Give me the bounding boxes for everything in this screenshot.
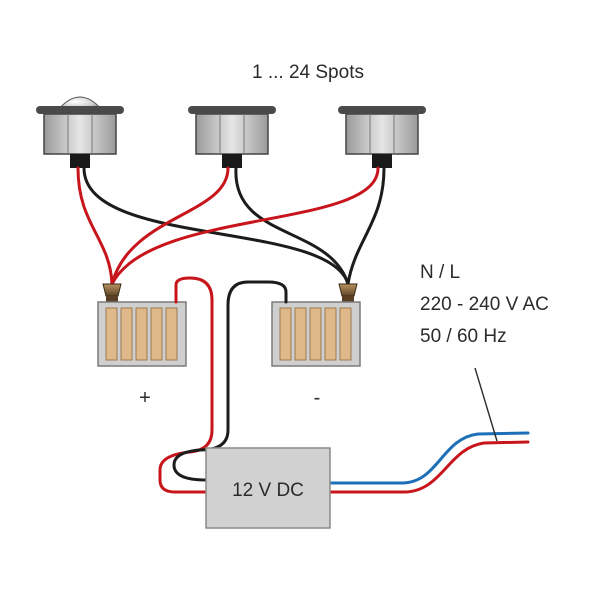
terminal-contact [120, 307, 133, 361]
terminal-contact [279, 307, 292, 361]
negative-terminal-block [271, 283, 361, 367]
positive-terminal-block [97, 283, 187, 367]
spot-2 [188, 106, 276, 168]
connector-plug-icon [102, 283, 122, 297]
connector-plug-icon [338, 283, 358, 297]
mains-label: N / L 220 - 240 V AC 50 / 60 Hz [420, 262, 549, 347]
mains-label-line3: 50 / 60 Hz [420, 326, 507, 347]
spot2-positive-lead [110, 166, 230, 286]
mains-input-wires [328, 431, 530, 494]
spot1-positive-lead [76, 166, 114, 286]
spot-leads [76, 166, 386, 286]
terminal-contact [150, 307, 163, 361]
mains-label-line1: N / L [420, 262, 460, 283]
driver-power-supply: 12 V DC [205, 447, 331, 529]
mains-live-wire [328, 440, 530, 494]
terminal-contact [165, 307, 178, 361]
driver-negative-output [172, 280, 288, 482]
spot-1 [36, 96, 124, 168]
driver-output-wires [158, 276, 288, 494]
driver-positive-output [158, 276, 214, 494]
mains-label-line2: 220 - 240 V AC [420, 294, 549, 315]
spot2-negative-lead [234, 166, 350, 286]
mains-neutral-wire [328, 431, 530, 485]
terminal-contact [135, 307, 148, 361]
diagram-title: 1 ... 24 Spots [252, 62, 364, 83]
driver-label: 12 V DC [232, 480, 304, 501]
spot3-positive-lead [110, 166, 380, 286]
minus-label: - [314, 387, 321, 409]
terminal-contact [339, 307, 352, 361]
mains-label-pointer [474, 367, 498, 442]
spot3-negative-lead [346, 166, 386, 286]
spot-3 [338, 106, 426, 168]
plus-label: + [139, 387, 151, 409]
terminal-contact [324, 307, 337, 361]
terminal-contact [294, 307, 307, 361]
terminal-contact [309, 307, 322, 361]
terminal-contact [105, 307, 118, 361]
